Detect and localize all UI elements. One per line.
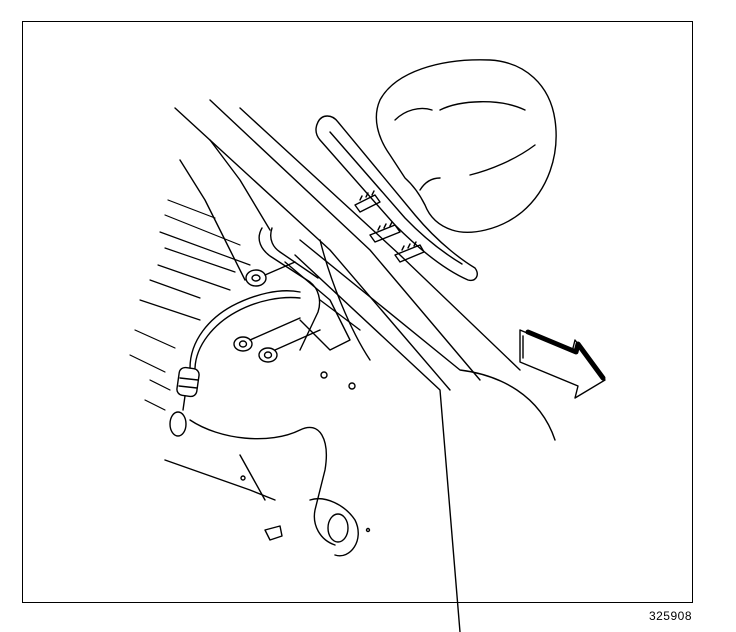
- guide-bolts: [354, 190, 425, 263]
- lower-floor: [164, 371, 371, 557]
- forward-arrow-icon: [519, 329, 606, 399]
- head-restraint: [375, 59, 557, 233]
- floor-panel: [129, 199, 251, 411]
- illustration-frame: [22, 21, 693, 603]
- seat-track: [258, 227, 361, 351]
- wiring-harness: [169, 290, 301, 437]
- mounting-nuts: [233, 261, 321, 363]
- body-panel-lines: [174, 99, 556, 632]
- seat-frame: [315, 115, 478, 282]
- figure-number: 325908: [648, 609, 692, 623]
